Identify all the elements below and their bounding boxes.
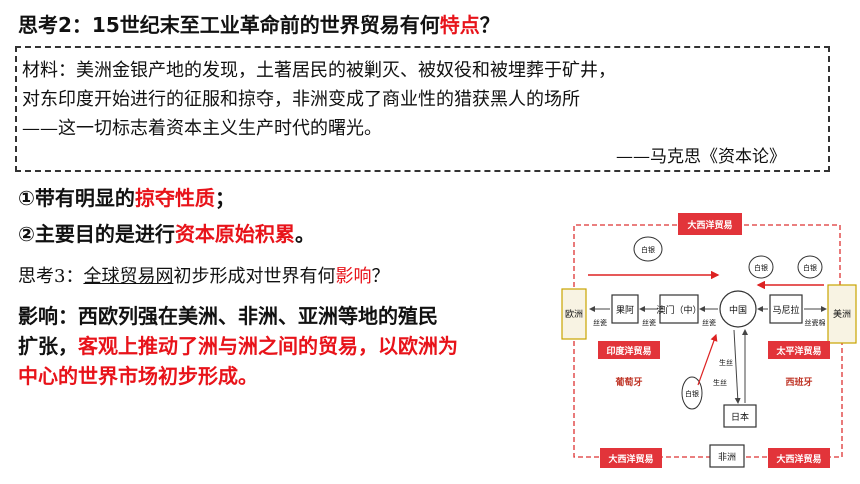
question-3: 思考3：全球贸易网初步形成对世界有何影响？ [18, 262, 389, 288]
node-japan-label: 日本 [731, 411, 749, 423]
silk-label-1: 丝瓷 [593, 318, 607, 327]
material-line-3: ——这一切标志着资本主义生产时代的曙光。 [22, 118, 382, 139]
node-goa-label: 果阿 [616, 305, 634, 316]
impact-line-2: 扩张，客观上推动了洲与洲之间的贸易，以欧洲为 [18, 330, 458, 359]
impact-line-1: 影响：西欧列强在美洲、非洲、亚洲等地的殖民 [18, 304, 438, 328]
node-europe [561, 288, 587, 340]
node-europe-label: 欧洲 [565, 308, 583, 320]
point-2-suffix: 。 [294, 222, 315, 246]
point-1-suffix: ； [214, 186, 235, 210]
material-box [15, 46, 830, 172]
question-3-underlined: 全球贸易网 [83, 266, 174, 287]
impact-line-3: 中心的世界市场初步形成。 [18, 364, 258, 388]
atlantic-bl-badge [600, 448, 662, 468]
point-2-text: ②主要目的是进行 [18, 222, 175, 246]
pacific-badge [768, 341, 830, 359]
point-1: ①带有明显的掠夺性质； [18, 182, 235, 211]
point-2: ②主要目的是进行资本原始积累。 [18, 218, 315, 247]
indian-ocean-label: 印度洋贸易 [606, 345, 651, 357]
impact-line-2-red: 客观上推动了洲与洲之间的贸易，以欧洲为 [78, 334, 458, 358]
node-china-label: 中国 [729, 304, 747, 316]
point-2-highlight: 资本原始积累 [174, 222, 295, 246]
point-1-text: ①带有明显的 [18, 186, 135, 210]
indian-ocean-badge [598, 341, 660, 359]
atlantic-bl-label: 大西洋贸易 [608, 453, 653, 465]
material-line-1: 材料：美洲金银产地的发现，土著居民的被剿灭、被奴役和被埋葬于矿井， [22, 60, 616, 81]
node-macau [659, 294, 699, 324]
question-2: 思考2：15世纪末至工业革命前的世界贸易有何特点？ [18, 9, 500, 38]
question-2-highlight: 特点 [439, 13, 480, 37]
silver-bubble-japan [681, 376, 703, 410]
atlantic-br-label: 大西洋贸易 [776, 453, 821, 465]
raw-silk-label-2: 生丝 [713, 378, 727, 387]
silk-label-3: 丝瓷 [702, 318, 716, 327]
arrow-japan-silver [697, 333, 718, 386]
node-japan [723, 404, 757, 428]
portugal-label: 葡萄牙 [614, 376, 642, 388]
node-america [827, 284, 857, 344]
node-africa-label: 非洲 [718, 451, 736, 463]
question-2-suffix: ？ [479, 13, 500, 37]
question-3-middle: 初步形成对世界有何 [173, 266, 336, 287]
node-africa [709, 444, 745, 468]
node-manila-label: 马尼拉 [772, 304, 799, 316]
material-line-2: 对东印度开始进行的征服和掠夺，非洲变成了商业性的猎获黑人的场所 [22, 89, 580, 110]
raw-silk-label-1: 生丝 [719, 358, 733, 367]
question-3-prefix: 思考3： [18, 266, 84, 287]
atlantic-br-badge [768, 448, 830, 468]
node-china [719, 290, 757, 328]
silver-japan-label: 白银 [685, 389, 699, 398]
silver-top-label: 白银 [641, 245, 655, 254]
node-america-label: 美洲 [833, 308, 851, 320]
question-3-suffix: ？ [371, 266, 390, 287]
material-source: ——马克思《资本论》 [616, 147, 786, 167]
impact-line-2-black: 扩张， [18, 334, 78, 358]
spain-label: 西班牙 [785, 376, 812, 388]
atlantic-loop-bottom [573, 333, 843, 458]
trade-network-diagram: 大西洋贸易 欧洲 美洲 果阿 澳门（中） 中国 马尼拉 白银 白银 白银 丝瓷 … [561, 213, 857, 468]
arrow-china-japan [733, 329, 741, 404]
atlantic-top-badge [678, 213, 742, 235]
silk-cotton-label: 丝瓷棉 [805, 318, 826, 327]
silver-bubble-right [797, 255, 823, 279]
node-manila [769, 294, 803, 324]
question-2-text: 思考2：15世纪末至工业革命前的世界贸易有何 [18, 13, 440, 37]
silver-mid-label: 白银 [754, 263, 768, 272]
silver-right-label: 白银 [803, 263, 817, 272]
question-3-highlight: 影响 [335, 266, 372, 287]
silver-bubble-mid [748, 255, 774, 279]
point-1-highlight: 掠夺性质 [134, 186, 215, 210]
silver-bubble-top [633, 236, 663, 262]
atlantic-top-label: 大西洋贸易 [687, 219, 732, 231]
silk-label-2: 丝瓷 [642, 318, 656, 327]
node-macau-label: 澳门（中） [656, 304, 701, 316]
node-goa [611, 294, 639, 324]
pacific-label: 太平洋贸易 [775, 345, 821, 357]
